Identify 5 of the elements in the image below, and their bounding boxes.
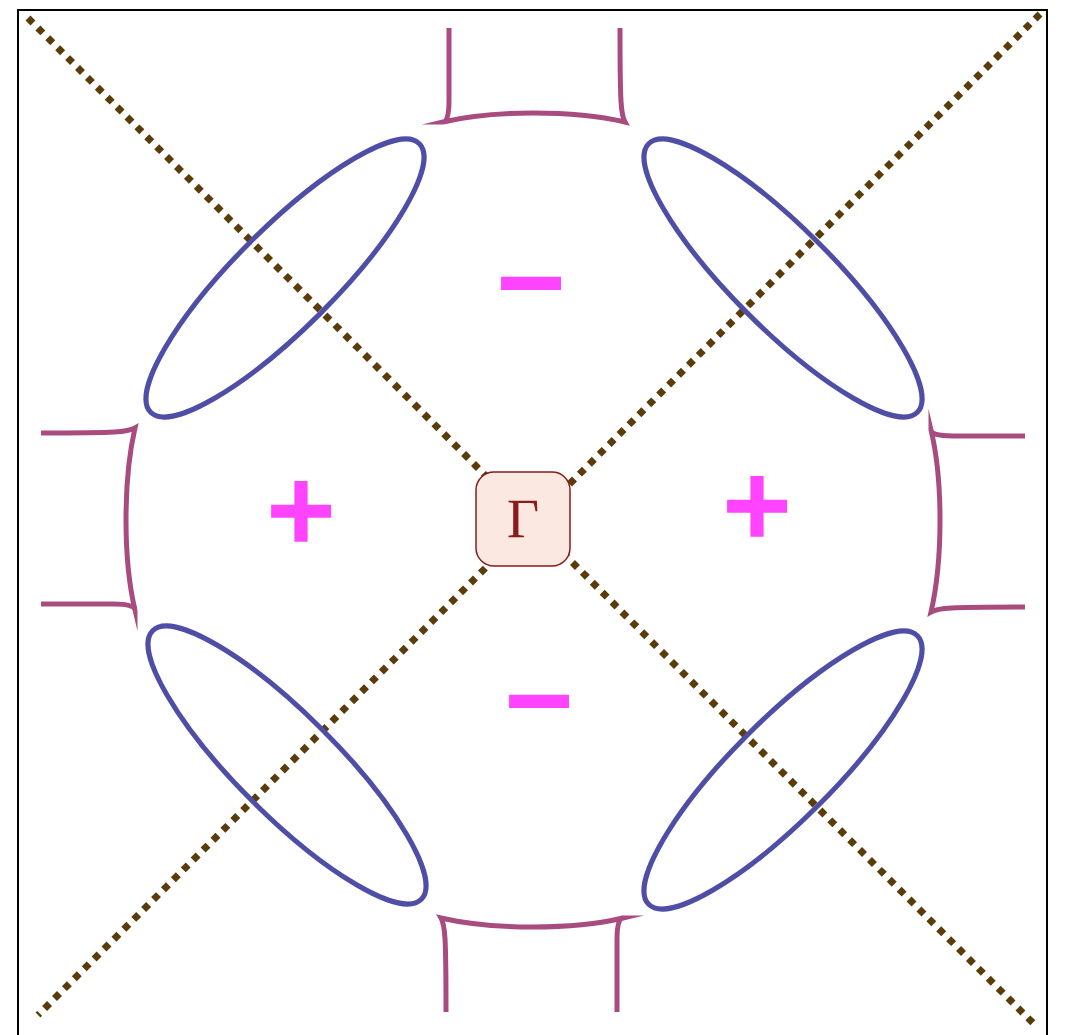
sign-label: − [509, 694, 569, 708]
gamma-point-box: Γ [475, 471, 571, 567]
sign-label: + [727, 475, 788, 537]
sign-label: + [271, 480, 332, 542]
sign-label: − [501, 276, 561, 290]
